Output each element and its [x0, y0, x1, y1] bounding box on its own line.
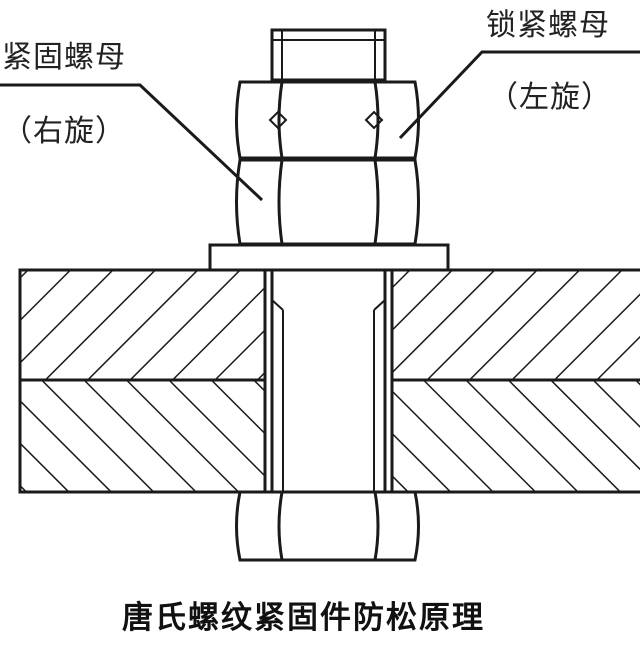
label-tight-nut: 紧固螺母: [2, 40, 126, 75]
label-tight-nut-direction: （右旋）: [2, 114, 126, 149]
lower-plate: [18, 378, 640, 494]
label-lock-nut: 锁紧螺母: [486, 8, 610, 43]
upper-plate: [18, 268, 640, 382]
lock-nut: [235, 80, 420, 160]
bolt-shank: [270, 270, 387, 492]
bolt-thread-end: [270, 28, 387, 82]
caption: 唐氏螺纹紧固件防松原理: [122, 600, 485, 636]
washer: [208, 243, 450, 272]
tightening-nut: [235, 158, 420, 246]
bolt-head: [235, 490, 420, 562]
label-lock-nut-direction: （左旋）: [488, 80, 612, 115]
leader-line-tight-nut: [0, 83, 264, 202]
leader-line-lock-nut: [398, 50, 640, 140]
